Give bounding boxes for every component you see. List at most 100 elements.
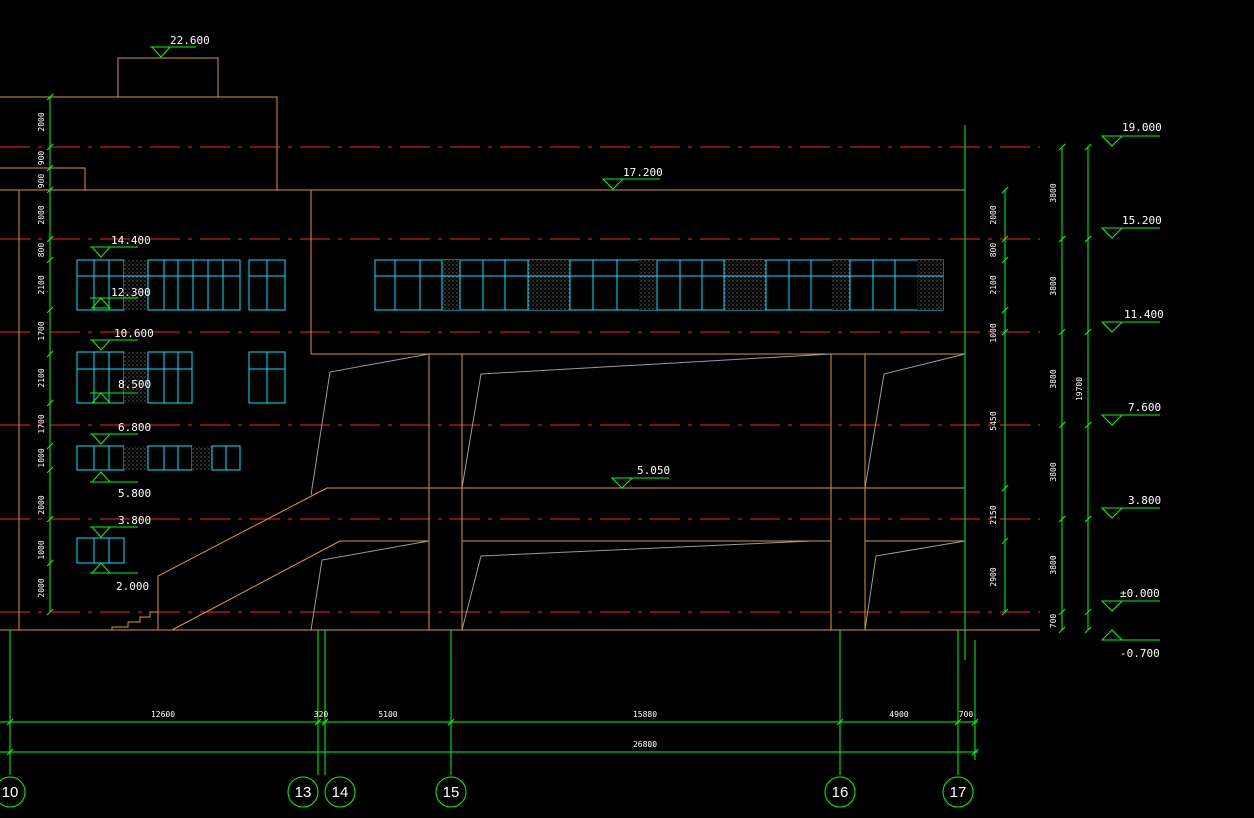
axis-label-14: 14 xyxy=(332,784,349,801)
right-floor-tick xyxy=(1058,608,1066,616)
right-total-tick xyxy=(1084,608,1092,616)
right-chain-tick xyxy=(1001,608,1009,616)
axis-bubble-16 xyxy=(824,776,856,808)
right-chain-dims: 2000 800 2100 1000 5450 2150 2900 xyxy=(989,205,998,586)
elev-left-8500: 8.500 xyxy=(118,378,151,391)
elevation-markers xyxy=(90,46,1160,641)
marker-7600-triangle xyxy=(1100,414,1124,426)
elev-mid-ground: 5.050 xyxy=(637,464,670,477)
dim-right-chain: 1000 xyxy=(989,323,998,342)
dim-bottom: 700 xyxy=(959,710,974,719)
elev-left-12300: 12.300 xyxy=(111,286,151,299)
dim-left: 2100 xyxy=(37,368,46,387)
elev-roof-top: 22.600 xyxy=(170,34,210,47)
right-floor-tick xyxy=(1058,515,1066,523)
elev-left-3800: 3.800 xyxy=(118,514,151,527)
marker-roof-triangle xyxy=(150,46,172,58)
dim-left: 2000 xyxy=(37,495,46,514)
dim-right-chain: 2900 xyxy=(989,567,998,586)
dim-right-chain: 2150 xyxy=(989,505,998,524)
left-dim-tick xyxy=(46,442,54,450)
column-16 xyxy=(830,353,866,631)
left-dim-tick xyxy=(46,186,54,194)
dim-left: 1700 xyxy=(37,414,46,433)
elev-right-7600: 7.600 xyxy=(1128,401,1161,414)
window-spandrel xyxy=(124,260,148,310)
right-total-tick xyxy=(1084,235,1092,243)
dim-left: 800 xyxy=(37,243,46,258)
bottom-chain-tick xyxy=(314,718,322,726)
marker-3800r-triangle xyxy=(1100,507,1124,519)
right-total-tick xyxy=(1084,515,1092,523)
window-spandrel xyxy=(442,260,460,310)
bottom-chain-tick xyxy=(836,718,844,726)
axis-bubble-10 xyxy=(0,776,26,808)
ramp-edge-upper xyxy=(157,487,328,578)
elev-right-minus0700: -0.700 xyxy=(1120,647,1160,660)
right-floor-tick xyxy=(1058,421,1066,429)
elev-left-10600: 10.600 xyxy=(114,327,154,340)
dim-right-floor: 3800 xyxy=(1049,555,1058,574)
bottom-chain-tick xyxy=(321,718,329,726)
left-dim-tick xyxy=(46,235,54,243)
dim-bottom-total: 26800 xyxy=(633,740,657,749)
elev-right-3800: 3.800 xyxy=(1128,494,1161,507)
right-floor-tick xyxy=(1058,328,1066,336)
axis-label-15: 15 xyxy=(443,784,460,801)
right-chain-tick xyxy=(1001,256,1009,264)
bottom-chain-tick xyxy=(971,718,979,726)
left-dim-tick xyxy=(46,559,54,567)
bottom-chain-tick xyxy=(954,718,962,726)
dim-bottom: 4900 xyxy=(889,710,908,719)
marker-15200-triangle xyxy=(1100,227,1124,239)
dim-left: 2000 xyxy=(37,205,46,224)
left-dim-tick xyxy=(46,350,54,358)
marker-mid-triangle xyxy=(610,477,634,489)
marker-3800l-triangle xyxy=(90,526,112,538)
window xyxy=(147,445,193,471)
dim-left: 900 xyxy=(37,151,46,166)
marker-14400-triangle xyxy=(90,246,112,258)
left-dim-tick xyxy=(46,608,54,616)
steps xyxy=(111,611,158,630)
brace-6 xyxy=(864,540,966,631)
elev-left-2000: 2.000 xyxy=(116,580,149,593)
marker-minus0700-triangle xyxy=(1100,629,1124,641)
dim-right-floor: 3800 xyxy=(1049,462,1058,481)
marker-12300-triangle xyxy=(90,297,112,309)
marker-5800-triangle xyxy=(90,471,112,483)
marker-parapet-triangle xyxy=(601,178,625,190)
bottom-chain-tick xyxy=(447,718,455,726)
left-dim-tick xyxy=(46,143,54,151)
window xyxy=(76,537,125,564)
axis-bubble-15 xyxy=(435,776,467,808)
elev-right-19000: 19.000 xyxy=(1122,121,1162,134)
elev-parapet: 17.200 xyxy=(623,166,663,179)
canopy-bracing xyxy=(310,353,966,631)
elev-right-15200: 15.200 xyxy=(1122,214,1162,227)
dimension-ticks xyxy=(6,93,1092,756)
window xyxy=(76,445,125,471)
right-total-tick xyxy=(1084,626,1092,634)
left-dim-tick xyxy=(46,93,54,101)
axis-bubble-13 xyxy=(287,776,319,808)
dim-right-chain: 2100 xyxy=(989,275,998,294)
marker-6800-triangle xyxy=(90,433,112,445)
axis-label-10: 10 xyxy=(2,784,19,801)
dim-left: 900 xyxy=(37,174,46,189)
right-chain-tick xyxy=(1001,235,1009,243)
bottom-total-tick xyxy=(971,748,979,756)
window xyxy=(76,351,125,404)
axis-bubble-14 xyxy=(324,776,356,808)
right-floor-tick xyxy=(1058,235,1066,243)
elev-left-6800: 6.800 xyxy=(118,421,151,434)
dim-left: 2000 xyxy=(37,578,46,597)
dim-right-chain: 800 xyxy=(989,243,998,258)
right-chain-tick xyxy=(1001,306,1009,314)
axis-label-16: 16 xyxy=(832,784,849,801)
dim-bottom: 320 xyxy=(314,710,329,719)
left-vertical-dims: 2000 900 900 2000 800 2100 1700 2100 170… xyxy=(37,112,46,597)
left-dim-tick xyxy=(46,256,54,264)
dim-right-floor: 3800 xyxy=(1049,183,1058,202)
